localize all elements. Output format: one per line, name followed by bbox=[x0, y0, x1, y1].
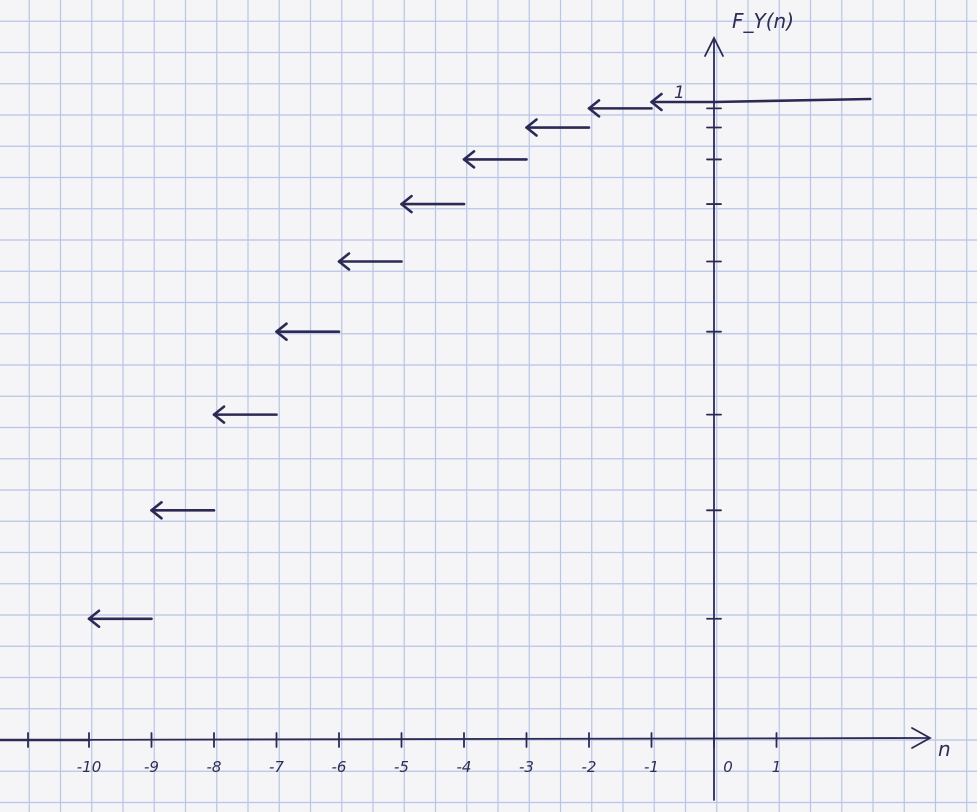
step-arrowhead bbox=[462, 150, 476, 169]
x-tick-label: -9 bbox=[144, 758, 159, 776]
step-arrowhead bbox=[275, 322, 288, 341]
x-tick-label: -3 bbox=[519, 758, 534, 776]
x-axis-arrowhead bbox=[911, 727, 932, 749]
x-tick-label: -7 bbox=[269, 758, 284, 776]
x-tick-label: -8 bbox=[207, 758, 222, 776]
right-tail-segment bbox=[712, 97, 872, 104]
y-axis-arrowhead bbox=[704, 35, 724, 57]
step-arrowhead bbox=[587, 99, 601, 118]
step-arrowhead bbox=[212, 405, 226, 424]
step-arrowhead bbox=[400, 194, 413, 214]
step-arrowhead bbox=[150, 501, 163, 520]
x-tick-label: -5 bbox=[394, 758, 409, 776]
x-tick-label: 0 bbox=[723, 758, 733, 776]
step-arrowhead bbox=[87, 609, 101, 629]
x-tick-label: 1 bbox=[772, 758, 782, 776]
step-segments bbox=[0, 92, 872, 742]
step-arrowhead bbox=[337, 252, 351, 271]
x-tick-label: -1 bbox=[644, 758, 659, 776]
x-tick-label: -10 bbox=[77, 758, 102, 776]
x-tick-label: -4 bbox=[457, 758, 472, 776]
x-tick-label: -2 bbox=[582, 758, 597, 776]
step-arrowhead bbox=[525, 118, 538, 137]
y-axis-label: F_Y(n) bbox=[732, 9, 794, 33]
x-axis-label: n bbox=[938, 737, 951, 761]
step-arrowhead bbox=[650, 92, 663, 112]
x-tick-label: -6 bbox=[332, 758, 347, 776]
y-tick-label: 1 bbox=[674, 83, 685, 103]
